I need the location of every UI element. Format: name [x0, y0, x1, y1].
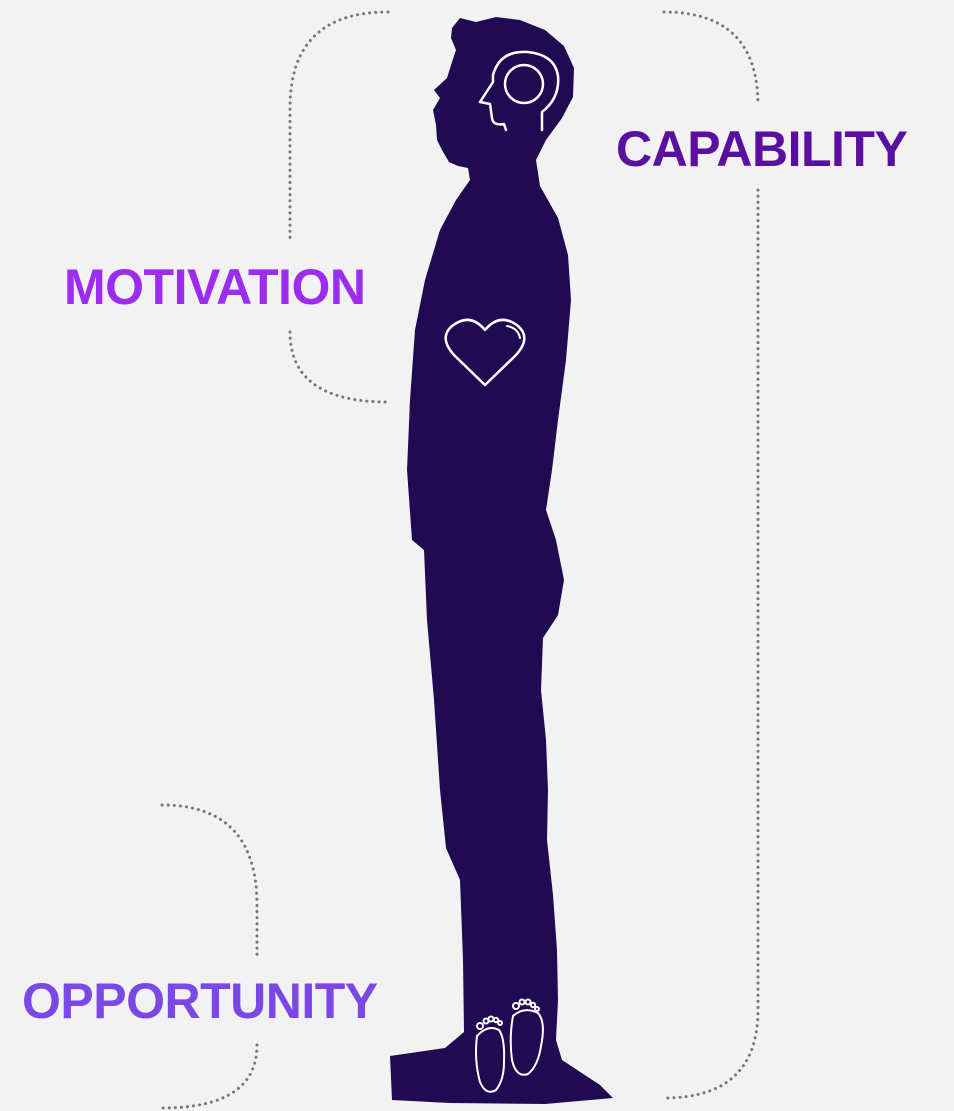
opportunity-bracket: [160, 803, 259, 1110]
capability-label: CAPABILITY: [616, 121, 908, 177]
motivation-label: MOTIVATION: [64, 259, 366, 315]
motivation-bracket: [288, 10, 390, 404]
heart-highlight: [506, 325, 521, 339]
heart-icon: [444, 318, 526, 387]
footprints-icon: [475, 998, 544, 1093]
person-silhouette: [390, 17, 613, 1104]
opportunity-label: OPPORTUNITY: [22, 973, 378, 1029]
capability-bracket: [662, 10, 760, 1100]
head-brain-icon: [478, 50, 560, 132]
